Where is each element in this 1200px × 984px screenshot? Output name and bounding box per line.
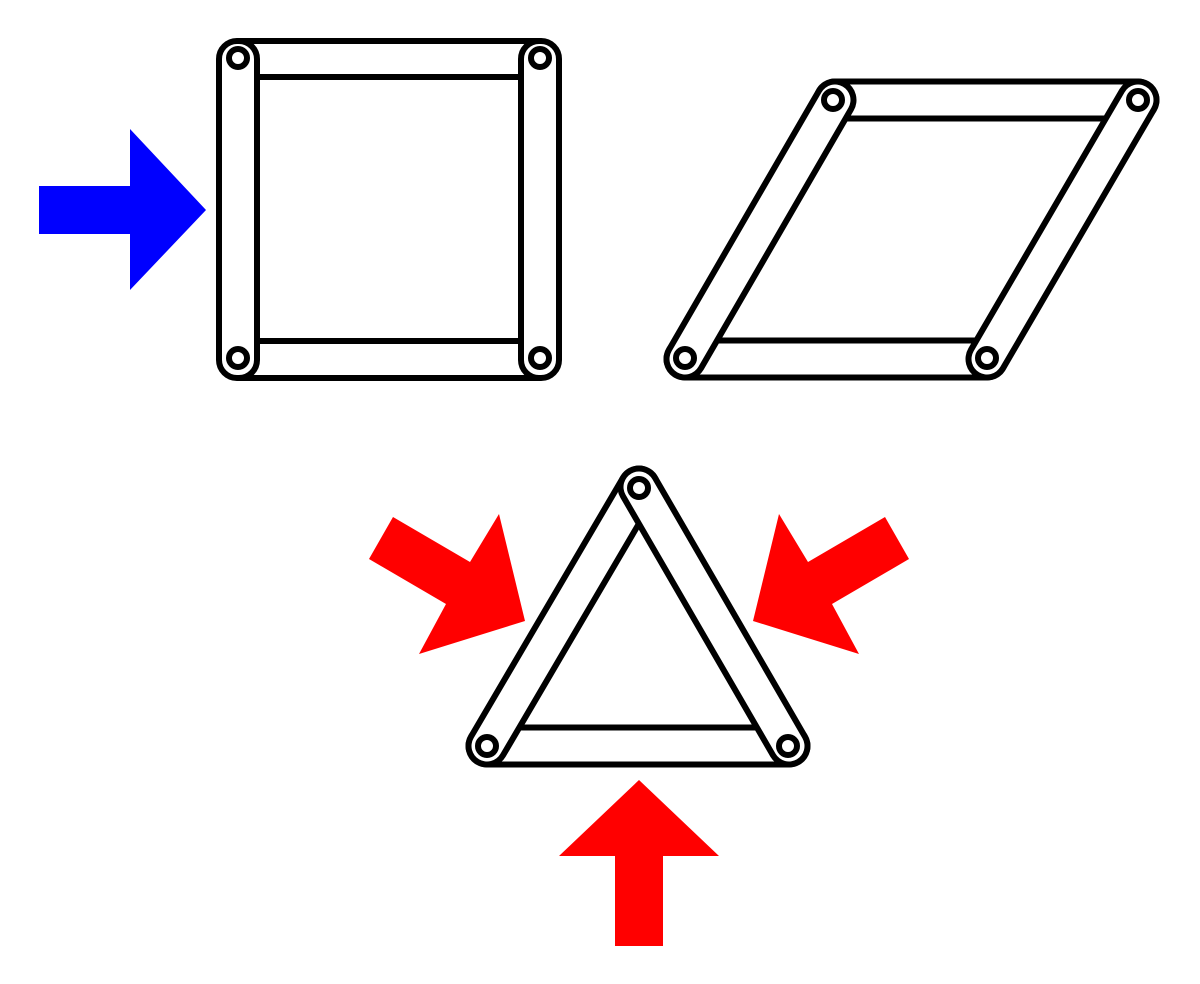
pin-joint [226, 346, 250, 370]
bar-left [216, 38, 260, 381]
pin-joint [475, 734, 499, 758]
red-force-arrow-right [753, 514, 909, 654]
pin-joint [776, 734, 800, 758]
red-force-arrow-left [369, 514, 525, 654]
parallelogram-frame [663, 78, 1160, 381]
bar-bottom [219, 338, 559, 381]
bar-right [617, 465, 811, 768]
pin-joint [975, 346, 999, 370]
pin-joint [528, 346, 552, 370]
square-frame [216, 38, 562, 381]
bar-right [518, 38, 562, 381]
bar-top [219, 38, 559, 80]
pin-joint [528, 46, 552, 70]
bar-left [663, 78, 857, 381]
pin-joint [673, 346, 697, 370]
joint-pins [226, 46, 1150, 758]
pin-joint [627, 476, 651, 500]
bar-right [965, 78, 1160, 381]
red-force-arrow-bottom [559, 780, 719, 946]
blue-force-arrow [39, 129, 206, 290]
bar-left [465, 465, 661, 768]
triangle-frame [465, 465, 811, 768]
pin-joint [821, 88, 845, 112]
pin-joint [1126, 88, 1150, 112]
pin-joint [226, 46, 250, 70]
